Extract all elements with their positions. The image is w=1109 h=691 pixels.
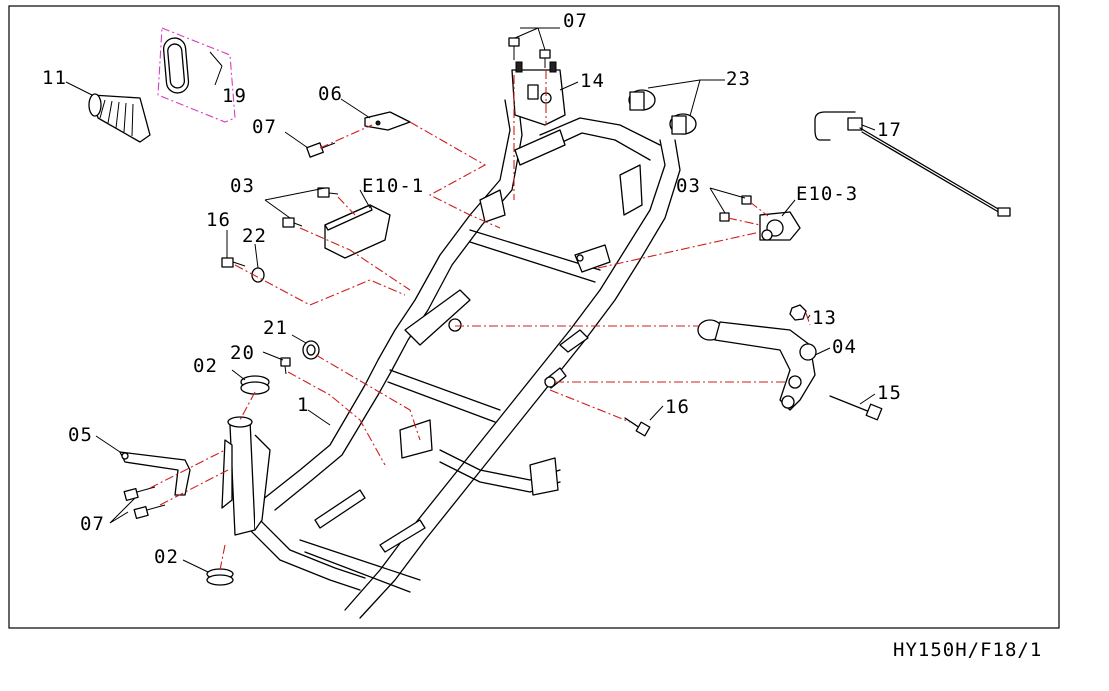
label-07-top: 07: [563, 10, 588, 32]
bolt-16-left: [221, 257, 246, 268]
bracket-14: [511, 61, 566, 126]
handle-cable-17: [814, 111, 1011, 217]
label-16-left: 16: [206, 209, 231, 231]
module-e10-1: [324, 204, 391, 259]
nut-13: [789, 304, 807, 321]
label-21: 21: [263, 317, 288, 339]
label-06: 06: [318, 83, 343, 105]
bushing-21: [302, 340, 320, 360]
label-e10-1: E10-1: [362, 175, 424, 197]
bolt-15: [829, 395, 883, 421]
bolts-07-left: [123, 486, 166, 520]
label-15: 15: [877, 382, 902, 404]
label-03-right: 03: [676, 175, 701, 197]
label-14: 14: [580, 70, 605, 92]
part-19-group: [157, 27, 236, 123]
label-e10-3: E10-3: [796, 183, 858, 205]
label-07-upper-left: 07: [252, 116, 277, 138]
label-19: 19: [222, 85, 247, 107]
bolt-16-bottom: [624, 417, 651, 437]
boot-11: [88, 93, 151, 143]
sensor-e10-3: [759, 211, 801, 241]
grommets-23: [628, 89, 697, 135]
label-07-bottom: 07: [80, 513, 105, 535]
label-02-top: 02: [193, 355, 218, 377]
diagram-frame: [8, 5, 1060, 629]
hanger-link-04: [697, 319, 817, 411]
callout-leaders: [65, 27, 876, 573]
reference-code: HY150H/F18/1: [893, 639, 1042, 661]
label-23: 23: [726, 68, 751, 90]
label-05: 05: [68, 424, 93, 446]
bolts-03-left: [282, 187, 339, 228]
head-pipe: [221, 416, 271, 536]
bearing-cup-top: [240, 375, 270, 395]
label-02-bottom: 02: [154, 546, 179, 568]
bolts-03-right: [719, 195, 752, 222]
bracket-06: [364, 111, 411, 131]
label-01: 1: [297, 394, 309, 416]
label-16-bottom: 16: [665, 396, 690, 418]
bracket-05: [119, 451, 191, 496]
label-04: 04: [832, 336, 857, 358]
main-frame-part: [239, 99, 681, 619]
assembly-leaders: [149, 70, 811, 571]
label-11: 11: [42, 67, 67, 89]
label-20: 20: [230, 342, 255, 364]
bolt-20: [280, 357, 291, 375]
label-22: 22: [242, 225, 267, 247]
bolts-07-top: [508, 37, 551, 68]
bolt-07-upper: [306, 142, 336, 158]
bearing-cup-bottom: [206, 568, 234, 586]
label-17: 17: [877, 119, 902, 141]
label-13: 13: [812, 307, 837, 329]
callout-labels: 11 19 06 07 07 14 23 17 03 E10-1 03 E10-…: [42, 10, 902, 568]
label-03-left: 03: [230, 175, 255, 197]
